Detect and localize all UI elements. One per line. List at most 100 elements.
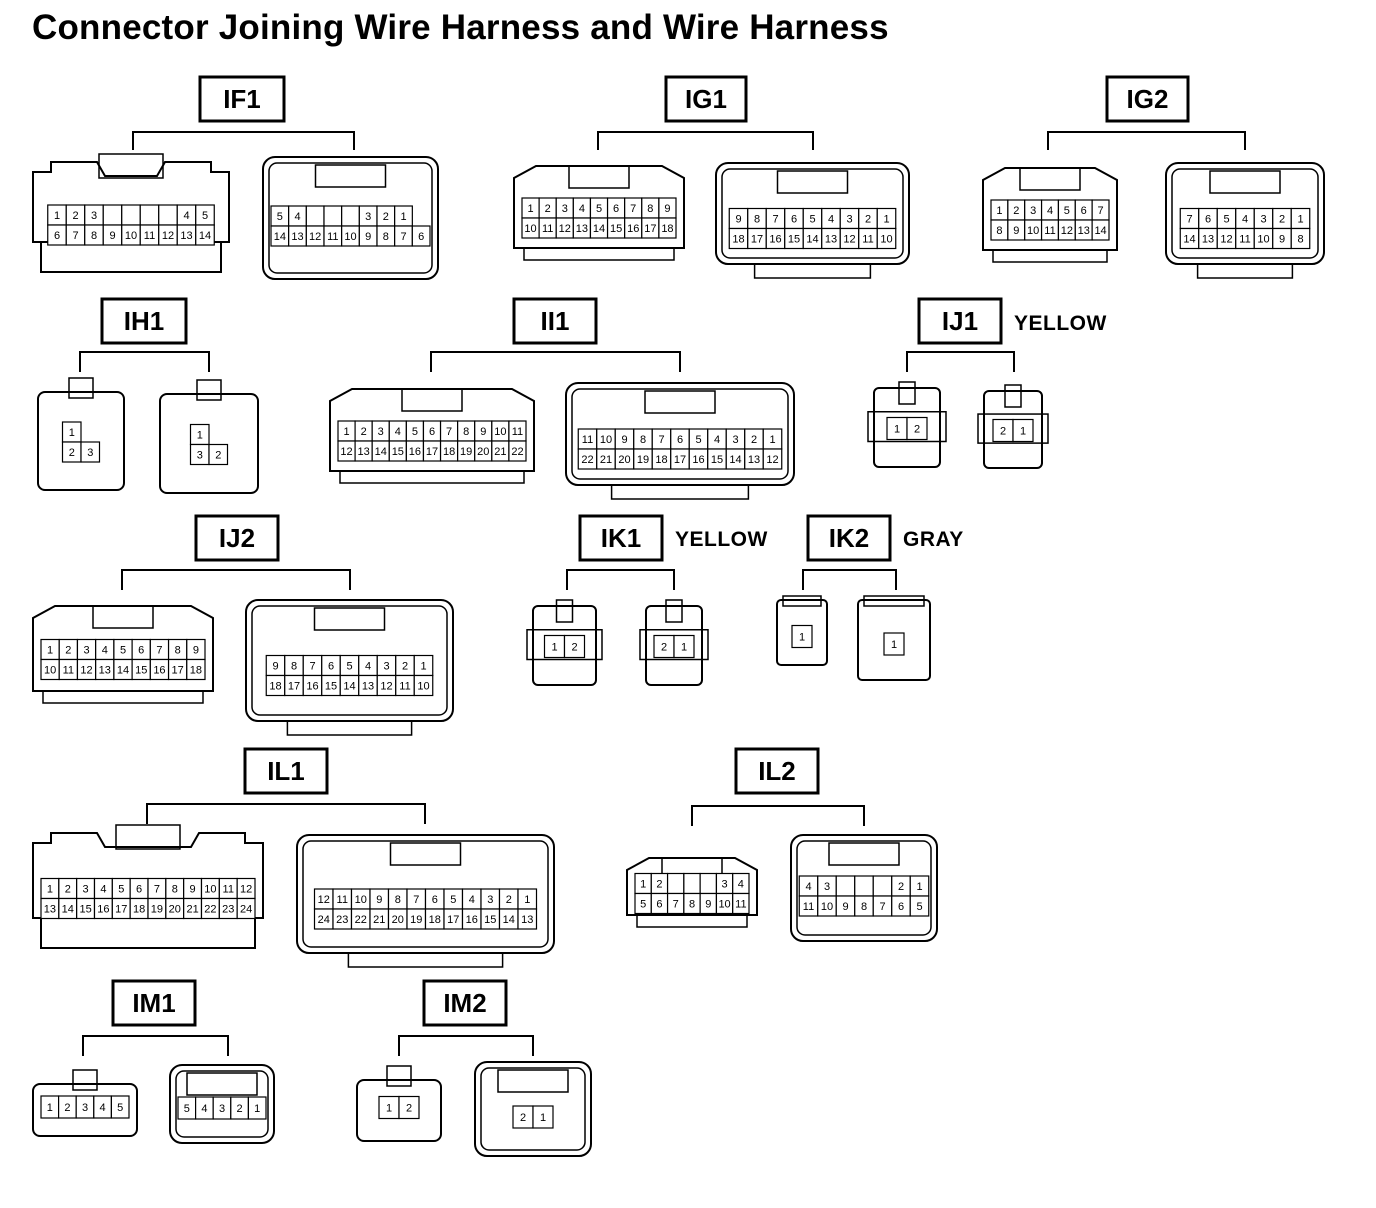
pin-number: 2: [914, 424, 920, 436]
pin-number: 2: [64, 1102, 70, 1114]
pin-number: 9: [705, 899, 711, 911]
pin-number: 13: [748, 454, 760, 466]
pin-cell: [673, 634, 695, 659]
pin-cell: [1012, 418, 1034, 443]
pin-cell: [854, 875, 874, 897]
pin-number: 10: [355, 894, 367, 906]
pin-number: 4: [1047, 205, 1053, 217]
pin-number: 7: [658, 434, 664, 446]
pin-number: 24: [318, 914, 330, 926]
pin-number: 4: [828, 214, 834, 226]
connector-color: GRAY: [903, 528, 964, 551]
connector-label-box: [664, 75, 748, 123]
pin-number: 8: [1297, 234, 1303, 246]
pin-number: 1: [47, 645, 53, 657]
pin-number: 6: [898, 901, 904, 913]
pin-number: 4: [1242, 214, 1248, 226]
pin-number: 13: [99, 665, 111, 677]
pin-number: 11: [512, 426, 523, 438]
pin-number: 6: [791, 214, 797, 226]
pin-number: 8: [91, 230, 97, 242]
pin-number: 23: [222, 904, 234, 916]
pin-number: 10: [204, 884, 216, 896]
pin-number: 13: [362, 681, 374, 693]
pin-number: 2: [571, 642, 577, 654]
pin-number: 16: [692, 454, 704, 466]
pin-number: 19: [410, 914, 422, 926]
pin-number: 20: [169, 904, 181, 916]
pin-number: 1: [386, 1103, 392, 1115]
pin-number: 3: [1260, 214, 1266, 226]
pin-number: 10: [344, 231, 356, 243]
pin-number: 7: [446, 426, 452, 438]
pin-number: 1: [69, 427, 75, 439]
pin-number: 9: [109, 230, 115, 242]
pin-cell: [517, 908, 538, 930]
pin-number: 2: [661, 642, 667, 654]
pin-number: 2: [751, 434, 757, 446]
pin-number: 10: [44, 665, 56, 677]
pin-number: 6: [429, 426, 435, 438]
pin-number: 11: [1044, 225, 1055, 237]
pin-cell: [236, 897, 256, 920]
pin-number: 5: [809, 214, 815, 226]
pin-number: 4: [579, 203, 585, 215]
pin-number: 1: [343, 426, 349, 438]
pin-number: 8: [175, 645, 181, 657]
connector-color: YELLOW: [1014, 312, 1107, 335]
pin-number: 11: [63, 665, 74, 677]
pin-number: 6: [656, 899, 662, 911]
pin-number: 7: [673, 899, 679, 911]
bracket-line: [566, 569, 675, 590]
pin-number: 17: [644, 223, 656, 235]
pin-number: 14: [117, 665, 129, 677]
pin-number: 7: [879, 901, 885, 913]
pin-number: 13: [180, 230, 192, 242]
pin-cell: [323, 205, 343, 227]
pin-number: 1: [420, 661, 426, 673]
pin-number: 5: [120, 645, 126, 657]
pin-number: 3: [219, 1103, 225, 1115]
pin-cell: [121, 204, 141, 226]
pin-number: 4: [469, 894, 475, 906]
pin-number: 4: [395, 426, 401, 438]
pin-number: 21: [186, 904, 198, 916]
pin-number: 11: [803, 901, 814, 913]
pin-number: 2: [1000, 426, 1006, 438]
pin-number: 8: [395, 894, 401, 906]
pin-number: 10: [1027, 225, 1039, 237]
connector-label-box: [734, 747, 820, 795]
pin-number: 10: [417, 681, 429, 693]
pin-number: 2: [383, 211, 389, 223]
pin-number: 14: [503, 914, 515, 926]
pin-cell: [110, 1095, 130, 1119]
pin-number: 22: [204, 904, 216, 916]
pin-number: 12: [240, 884, 252, 896]
pin-number: 18: [133, 904, 145, 916]
pin-number: 1: [996, 205, 1002, 217]
pin-number: 8: [291, 661, 297, 673]
pin-number: 1: [883, 214, 889, 226]
pin-number: 7: [156, 645, 162, 657]
pin-number: 9: [1279, 234, 1285, 246]
pin-number: 12: [380, 681, 392, 693]
pin-number: 7: [772, 214, 778, 226]
connector-label: IK1: [601, 523, 641, 553]
pin-number: 4: [102, 645, 108, 657]
pin-number: 6: [1081, 205, 1087, 217]
pin-number: 15: [135, 665, 147, 677]
pin-number: 22: [355, 914, 367, 926]
pin-number: 13: [44, 904, 56, 916]
pin-number: 5: [450, 894, 456, 906]
pin-cell: [139, 204, 160, 226]
pin-number: 15: [711, 454, 723, 466]
